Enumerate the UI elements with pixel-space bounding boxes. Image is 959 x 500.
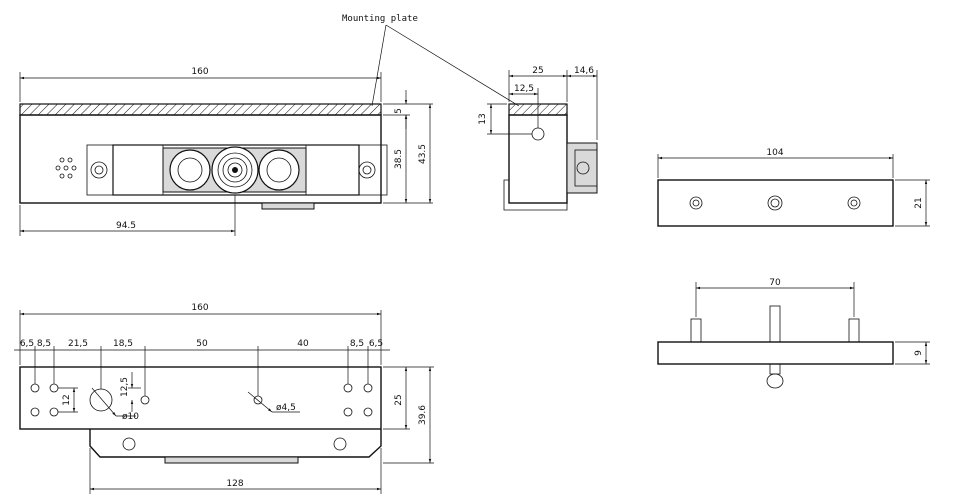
- side-hole-offset-label: 12,5: [514, 84, 534, 94]
- plate-center-knob: [766, 373, 784, 389]
- front-screw-left: [90, 161, 108, 179]
- bottom-base-width-label: 128: [226, 479, 243, 489]
- front-total-height-label: 43.5: [418, 144, 428, 164]
- front-body-height-label: 38.5: [394, 149, 404, 169]
- bottom-large-hole-label: ø10: [122, 412, 139, 422]
- plate-side-body: [657, 341, 894, 365]
- front-screw-right: [358, 161, 376, 179]
- plate-pin-right: [848, 318, 860, 343]
- front-offset-label: 94.5: [116, 221, 136, 231]
- callout-label: Mounting plate: [342, 14, 418, 24]
- side-protrusion-label: 14,6: [574, 66, 594, 76]
- front-width-label: 160: [191, 67, 208, 77]
- bottom-view: [19, 366, 382, 464]
- bottom-seg-4: 18,5: [113, 339, 133, 349]
- side-depth-label: 25: [532, 66, 543, 76]
- front-left-lens: [169, 149, 211, 191]
- side-hole: [531, 127, 545, 141]
- plate-view: [657, 179, 894, 227]
- front-plate-thickness-label: 5: [394, 108, 404, 114]
- bottom-height-total: 39.6: [418, 405, 428, 425]
- bottom-seg-3: 21,5: [68, 339, 88, 349]
- plate-pin-spacing-label: 70: [769, 278, 781, 288]
- plate-hole-center: [767, 195, 783, 211]
- plate-body: [657, 179, 894, 227]
- front-bottom-tab: [261, 202, 315, 210]
- front-body: [19, 114, 382, 204]
- plate-side-dimensions: 70 9: [695, 278, 930, 365]
- plate-center-post: [769, 305, 781, 343]
- bottom-small-hole-label: ø4,5: [276, 403, 296, 413]
- plate-width-label: 104: [766, 148, 783, 158]
- plate-hole-right: [847, 196, 861, 210]
- bottom-vertical-12-5: 12,5: [120, 377, 130, 397]
- front-speaker-grille: [55, 157, 77, 179]
- side-dimensions: 25 14,6 12,5 13: [478, 66, 598, 140]
- bottom-seg-1: 6,5: [20, 339, 34, 349]
- bottom-seg-6: 40: [297, 339, 309, 349]
- side-view: [503, 103, 598, 211]
- plate-pin-left: [690, 318, 702, 343]
- front-right-lens: [258, 149, 300, 191]
- side-bracket: [503, 179, 568, 211]
- front-view: [19, 103, 388, 210]
- bottom-dimensions: 160 6,5 8,5 21,5 18,5 50 40 8,5 6,5 12,5…: [14, 303, 434, 494]
- plate-hole-left: [689, 196, 703, 210]
- front-dimensions: 160 94.5 5 38.5 43.5: [19, 67, 433, 236]
- bottom-width-label: 160: [191, 303, 208, 313]
- plate-height-label: 21: [914, 197, 924, 208]
- bottom-body: [19, 366, 382, 430]
- bottom-height-25: 25: [394, 394, 404, 405]
- bottom-vertical-12: 12: [62, 394, 72, 405]
- bottom-seg-8: 6,5: [369, 339, 383, 349]
- bottom-seg-5: 50: [196, 339, 208, 349]
- side-lens-protrusion: [566, 142, 598, 194]
- bottom-screw-left: [122, 437, 136, 451]
- bottom-seg-7: 8,5: [350, 339, 364, 349]
- bottom-screw-right: [333, 437, 347, 451]
- plate-thickness-label: 9: [914, 350, 924, 356]
- bottom-base: [89, 429, 382, 458]
- plate-dimensions: 104 21: [657, 148, 930, 227]
- plate-side-view: [657, 305, 894, 389]
- mounting-plate-callout: Mounting plate: [342, 14, 520, 107]
- bottom-seg-2: 8,5: [37, 339, 51, 349]
- side-hole-height-label: 13: [478, 113, 488, 124]
- front-mounting-plate: [19, 103, 382, 116]
